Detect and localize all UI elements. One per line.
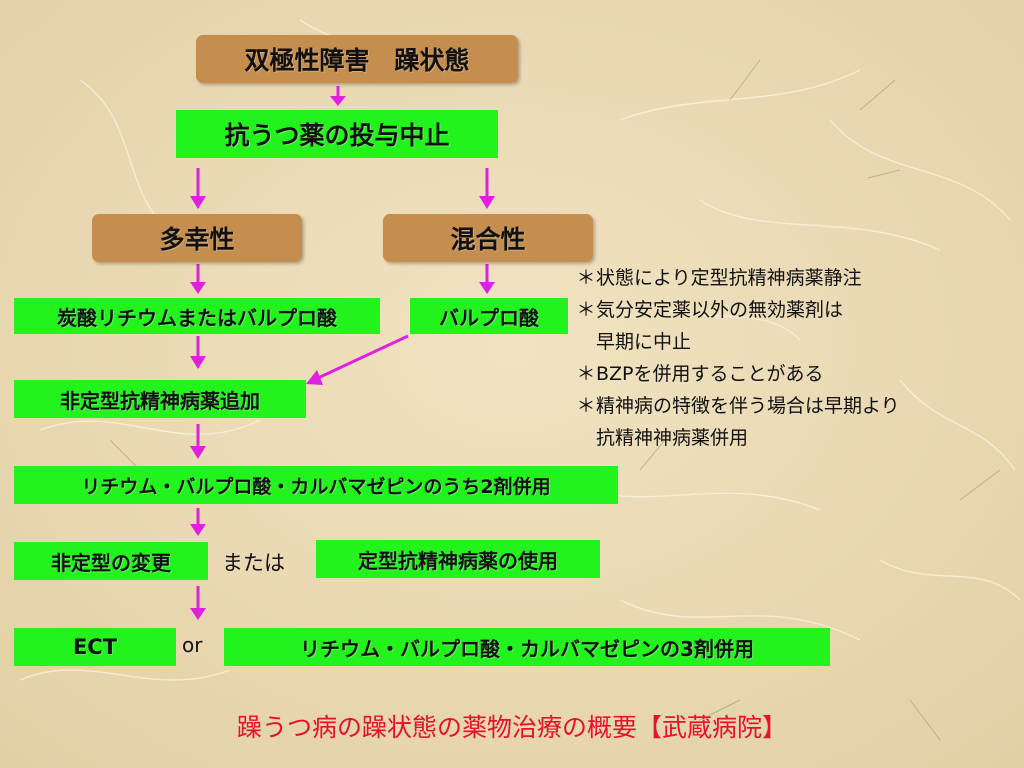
- arrow-mixed-to-valproate: [479, 264, 495, 294]
- arrow-stop-to-euphoric: [190, 168, 206, 209]
- note-text: 精神病の特徴を伴う場合は早期より: [596, 395, 900, 417]
- note-text: BZPを併用することがある: [596, 363, 824, 385]
- arrow-valproate-to-atypical: [306, 334, 409, 385]
- note-bullet: ＊: [576, 395, 596, 417]
- arrow-lithium-to-atypical: [190, 336, 206, 369]
- note-bullet: ＊: [576, 363, 596, 385]
- arrow-mania-to-stop: [330, 86, 346, 106]
- note-item: ＊BZPを併用することがある: [576, 358, 900, 390]
- box-mixed: 混合性: [383, 214, 593, 262]
- note-item: ＊状態により定型抗精神病薬静注: [576, 262, 900, 294]
- note-item: ＊気分安定薬以外の無効薬剤は: [576, 294, 900, 326]
- side-notes: ＊状態により定型抗精神病薬静注 ＊気分安定薬以外の無効薬剤は 早期に中止 ＊BZ…: [576, 262, 900, 454]
- arrow-two-drug-to-change: [190, 508, 206, 536]
- note-item: ＊精神病の特徴を伴う場合は早期より: [576, 390, 900, 422]
- arrow-stop-to-mixed: [479, 168, 495, 209]
- box-two-drug-combo: リチウム・バルプロ酸・カルバマゼピンのうち2剤併用: [14, 466, 618, 504]
- box-change-atypical: 非定型の変更: [14, 542, 208, 580]
- note-item-continuation: 早期に中止: [576, 326, 900, 358]
- note-text: 状態により定型抗精神病薬静注: [596, 267, 862, 289]
- box-stop-antidepressant: 抗うつ薬の投与中止: [176, 110, 498, 158]
- note-bullet: ＊: [576, 267, 596, 289]
- box-three-drug-combo: リチウム・バルプロ酸・カルバマゼピンの3剤併用: [224, 628, 830, 666]
- note-text: 抗精神神病薬併用: [596, 427, 749, 449]
- connector-or-ja: または: [222, 551, 285, 575]
- box-ect: ECT: [14, 628, 176, 666]
- box-euphoric: 多幸性: [92, 214, 302, 262]
- box-lithium-or-valproate: 炭酸リチウムまたはバルプロ酸: [14, 298, 380, 334]
- note-bullet: ＊: [576, 299, 596, 321]
- note-text: 早期に中止: [596, 331, 692, 353]
- box-bipolar-mania: 双極性障害 躁状態: [196, 35, 518, 83]
- arrow-change-to-ect: [190, 586, 206, 620]
- arrow-euphoric-to-lithium: [190, 264, 206, 294]
- note-text: 気分安定薬以外の無効薬剤は: [596, 299, 844, 321]
- slide-caption: 躁うつ病の躁状態の薬物治療の概要【武蔵病院】: [236, 713, 787, 742]
- connector-or-en: or: [182, 633, 203, 657]
- box-valproate: バルプロ酸: [410, 298, 568, 334]
- box-add-atypical: 非定型抗精神病薬追加: [14, 380, 306, 418]
- arrow-atypical-to-two-drug: [190, 424, 206, 459]
- note-item-continuation: 抗精神神病薬併用: [576, 422, 900, 454]
- box-use-typical: 定型抗精神病薬の使用: [316, 540, 600, 578]
